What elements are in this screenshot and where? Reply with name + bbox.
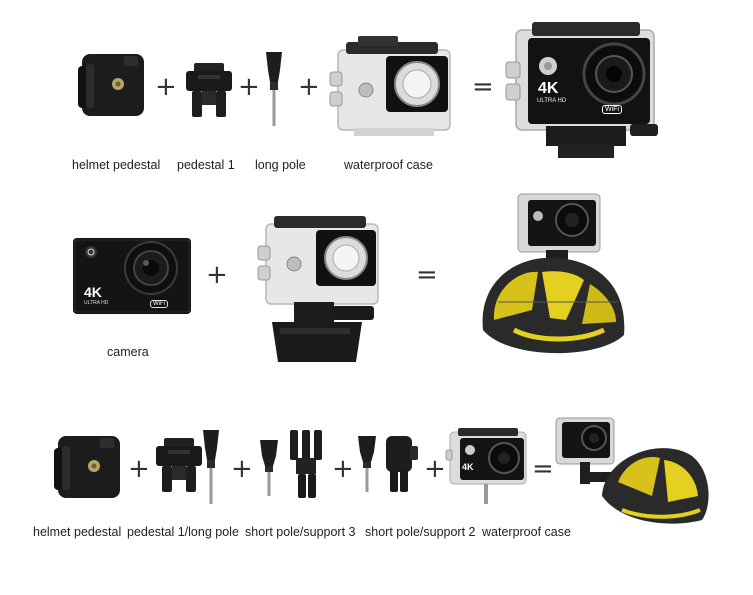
- label-pedestal-long-pole: pedestal 1/long pole: [127, 525, 239, 539]
- label-long-pole: long pole: [255, 158, 306, 172]
- plus-operator: +: [155, 72, 177, 102]
- camera-resolution-text: 4K: [538, 80, 559, 97]
- short-pole-image: [358, 436, 376, 492]
- plus-operator: +: [128, 454, 150, 484]
- helmet-with-camera-image: [555, 417, 709, 524]
- long-pole-image: [203, 430, 219, 504]
- long-pole-image: [266, 52, 282, 126]
- wifi-badge: WiFi: [602, 105, 622, 114]
- support-2-image: [386, 436, 418, 492]
- helmet-with-camera-image: [482, 193, 625, 354]
- pedestal-1-image: [186, 63, 232, 117]
- wifi-badge: WiFi: [150, 300, 168, 308]
- helmet-pedestal-image: [54, 436, 120, 498]
- camera-image: [72, 237, 192, 315]
- label-helmet-pedestal: helmet pedestal: [72, 158, 161, 172]
- support-3-image: [290, 430, 322, 498]
- equals-operator: =: [472, 72, 494, 102]
- assembled-camera-image: [505, 22, 658, 158]
- label-camera: camera: [107, 345, 149, 359]
- label-waterproof-case: waterproof case: [344, 158, 433, 172]
- waterproof-case-image: [329, 35, 451, 137]
- camera-subtitle-text: ULTRA HD: [84, 300, 109, 306]
- short-pole-image: [260, 440, 278, 496]
- label-short-pole-support-3: short pole/support 3: [245, 525, 356, 539]
- plus-operator: +: [238, 72, 260, 102]
- label-helmet-pedestal: helmet pedestal: [33, 525, 122, 539]
- pedestal-1-image: [156, 438, 202, 492]
- camera-subtitle-text: ULTRA HD: [537, 98, 567, 104]
- waterproof-case-camera-image: [445, 428, 527, 504]
- plus-operator: +: [231, 454, 253, 484]
- equals-operator: =: [416, 260, 438, 290]
- label-waterproof-case: waterproof case: [482, 525, 571, 539]
- helmet-pedestal-image: [78, 54, 144, 116]
- plus-operator: +: [424, 454, 446, 484]
- label-short-pole-support-2: short pole/support 2: [365, 525, 476, 539]
- plus-operator: +: [298, 72, 320, 102]
- camera-resolution-text: 4K: [84, 284, 102, 300]
- case-with-mount-image: [257, 216, 379, 362]
- equals-operator: =: [532, 454, 554, 484]
- camera-resolution-text: 4K: [462, 462, 474, 472]
- label-pedestal-1: pedestal 1: [177, 158, 235, 172]
- plus-operator: +: [332, 454, 354, 484]
- plus-operator: +: [206, 260, 228, 290]
